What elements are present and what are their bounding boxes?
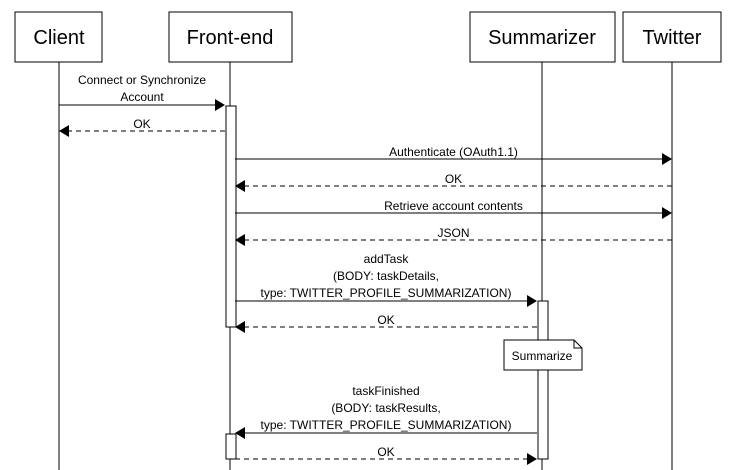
message-2: OK [59,117,225,137]
message-label: OK [377,313,394,327]
participant-label-frontend: Front-end [187,27,274,49]
message-5: Retrieve account contents [235,199,672,219]
message-label: taskFinished [352,384,419,398]
message-4: OK [235,172,672,192]
activation-bars [225,105,549,460]
note-fold [573,340,582,349]
activation-bar-frontend [225,433,237,460]
participant-label-client: Client [33,27,85,49]
message-label: (BODY: taskDetails, [333,269,439,283]
message-7: addTask (BODY: taskDetails, type: TWITTER_… [235,252,537,307]
participant-twitter: Twitter [622,11,722,63]
message-label: Account [120,90,164,104]
arrowhead [235,321,245,333]
participant-label-summarizer: Summarizer [488,27,596,49]
participant-summarizer: Summarizer [469,11,616,63]
arrowhead [59,125,69,137]
message-label: OK [133,117,150,131]
participants: Client Front-end Summarizer Twitter [14,11,722,63]
participant-client: Client [14,11,103,63]
participant-box-frontend [168,11,293,63]
message-label: Authenticate (OAuth1.1) [389,145,518,159]
note-label: Summarize [512,349,573,363]
message-label: type: TWITTER_PROFILE_SUMMARIZATION) [261,286,512,300]
arrowhead [527,453,537,465]
participant-box-twitter [622,11,722,63]
participant-frontend: Front-end [168,11,293,63]
message-label: JSON [437,226,469,240]
participant-box-summarizer [469,11,616,63]
message-8: OK [235,313,537,333]
message-6: JSON [235,226,672,246]
notes: Summarize [503,339,583,371]
message-label: addTask [364,252,410,266]
message-10: OK [235,445,537,465]
arrowhead [235,234,245,246]
arrowhead [662,207,672,219]
arrowhead [235,180,245,192]
participant-label-twitter: Twitter [643,27,702,49]
message-label: (BODY: taskResults, [331,401,440,415]
participant-box-client [14,11,103,63]
arrowhead [662,153,672,165]
message-label: Connect or Synchronize [78,73,206,87]
message-label: OK [377,445,394,459]
arrowhead [215,99,225,111]
note-summarize: Summarize [503,339,583,371]
message-3: Authenticate (OAuth1.1) [235,145,672,165]
arrowhead [527,295,537,307]
note-box [503,339,583,371]
activation-bar-summarizer [537,300,549,460]
message-9: taskFinished (BODY: taskResults, type: TWI… [235,384,537,439]
message-label: OK [445,172,462,186]
activation-bar-frontend [225,105,237,328]
message-label: Retrieve account contents [384,199,523,213]
message-label: type: TWITTER_PROFILE_SUMMARIZATION) [261,418,512,432]
arrowhead [235,427,245,439]
